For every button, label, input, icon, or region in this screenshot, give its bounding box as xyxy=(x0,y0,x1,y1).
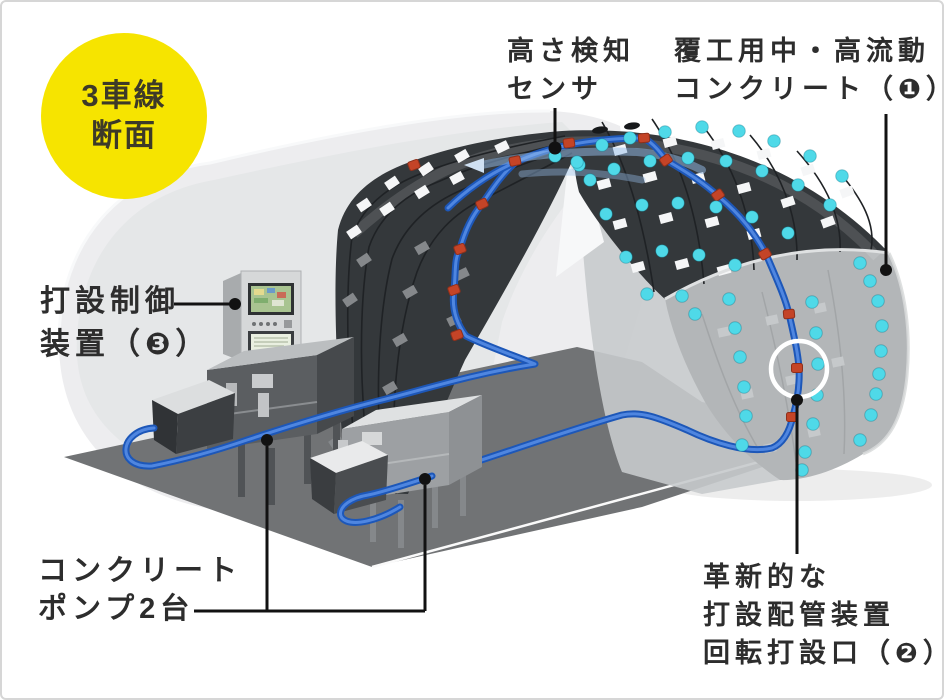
rotary-outlet-connectors xyxy=(407,132,803,422)
badge-line-2: 断面 xyxy=(91,118,157,153)
far-opening-light xyxy=(556,164,604,277)
label-concrete-pumps: コンクリート ポンプ2台 xyxy=(38,555,243,625)
band-ring-rim xyxy=(664,248,890,301)
label-height-sensor: 高さ検知 センサ xyxy=(507,36,635,104)
pipe-arrow xyxy=(464,158,484,173)
label-placement-control: 打設制御 装置（❸） xyxy=(40,285,211,361)
label-rotary-outlet: 革新的な 打設配管装置 回転打設口（❷） xyxy=(703,562,944,668)
pump-1-pipe xyxy=(122,158,539,470)
pump-2-pipe-loop xyxy=(337,472,436,526)
tunnel-interior-wall xyxy=(579,192,780,494)
height-sensor-unit xyxy=(548,141,562,155)
lining-ports xyxy=(717,302,845,454)
pump-2-hopper xyxy=(310,441,388,473)
lining-ring xyxy=(665,249,910,481)
concrete-pump-1 xyxy=(152,337,354,505)
sensor-dots xyxy=(548,120,889,477)
cross-section-badge: 3車線 断面 xyxy=(41,33,207,199)
badge-line-1: 3車線 xyxy=(81,78,167,113)
label-lining-concrete: 覆工用中・高流動 コンクリート（❶） xyxy=(674,36,944,104)
pump-1-hopper xyxy=(152,380,235,414)
leader-lines xyxy=(174,108,892,613)
